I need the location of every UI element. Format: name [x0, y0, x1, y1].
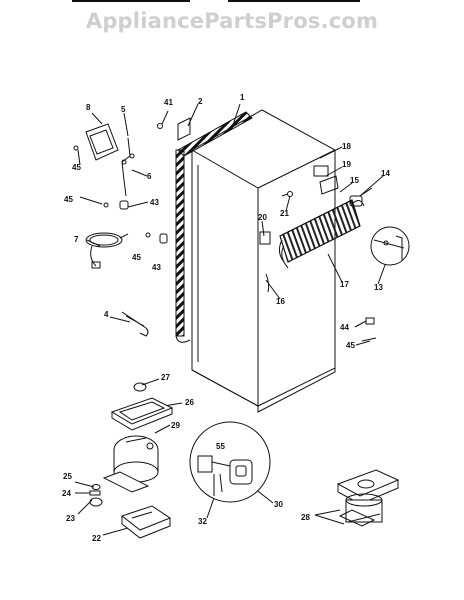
compressor-base-part: [336, 469, 400, 527]
header-rule-left: [72, 0, 190, 2]
clip-part: [159, 233, 168, 244]
part-label: 7: [74, 235, 79, 244]
refrigerator-cabinet: [191, 109, 336, 413]
fan-motor-part: [313, 165, 329, 177]
part-label: 19: [342, 160, 351, 169]
watermark-text: AppliancePartsPros.com: [85, 9, 379, 33]
screw-part: [73, 145, 79, 151]
part-label: 30: [274, 500, 283, 509]
screw-part: [145, 232, 151, 238]
part-label: 21: [280, 209, 289, 218]
part-labels: 1 2 4 5 6 7 8 13 14 15 16 17 18 19 20 21…: [62, 93, 390, 543]
part-label: 5: [121, 105, 126, 114]
power-cord-part: [85, 232, 129, 269]
screw-part: [361, 337, 377, 342]
grommet-part: [133, 382, 147, 392]
part-label: 43: [150, 198, 159, 207]
clip-part: [365, 317, 375, 325]
part-label: 13: [374, 283, 383, 292]
part-label: 1: [240, 93, 245, 102]
drain-pan-part: [110, 397, 174, 431]
part-label: 45: [346, 341, 355, 350]
defrost-drain-part: [265, 273, 270, 293]
clip-part: [119, 200, 129, 210]
grommet-stack-part: [89, 484, 103, 507]
screw-part: [157, 123, 163, 129]
part-label: 27: [161, 373, 170, 382]
part-label: 8: [86, 103, 91, 112]
relay-detail-inset: [189, 421, 271, 503]
part-label: 43: [152, 263, 161, 272]
compressor-part: [102, 435, 159, 493]
part-label: 14: [381, 169, 390, 178]
part-label: 55: [216, 442, 225, 451]
drain-tube-part: [121, 311, 149, 337]
detail-inset-13: [370, 226, 410, 266]
part-label: 25: [63, 472, 72, 481]
part-label: 24: [62, 489, 71, 498]
part-label: 2: [198, 97, 203, 106]
part-label: 26: [185, 398, 194, 407]
part-label: 4: [104, 310, 109, 319]
part-label: 29: [171, 421, 180, 430]
part-label: 16: [276, 297, 285, 306]
part-label: 45: [64, 195, 73, 204]
part-label: 44: [340, 323, 349, 332]
part-label: 41: [164, 98, 173, 107]
part-label: 20: [258, 213, 267, 222]
heater-part: [349, 195, 363, 207]
part-label: 23: [66, 514, 75, 523]
wiring-harness: [121, 137, 131, 197]
part-label: 17: [340, 280, 349, 289]
sensor-part: [259, 231, 271, 245]
evaporator-part: [278, 199, 365, 269]
part-label: 32: [198, 517, 207, 526]
leader-lines: [74, 103, 393, 536]
part-label: 18: [342, 142, 351, 151]
header-rule-right: [228, 0, 360, 2]
part-label: 45: [132, 253, 141, 262]
control-panel-part: [85, 123, 119, 161]
fan-bracket-part: [319, 175, 339, 195]
bracket-part: [177, 117, 191, 141]
part-label: 6: [147, 172, 152, 181]
screw-part: [103, 202, 109, 208]
mounting-bracket-part: [120, 505, 172, 539]
part-label: 28: [301, 513, 310, 522]
part-label: 45: [72, 163, 81, 172]
part-label: 22: [92, 534, 101, 543]
part-label: 15: [350, 176, 359, 185]
